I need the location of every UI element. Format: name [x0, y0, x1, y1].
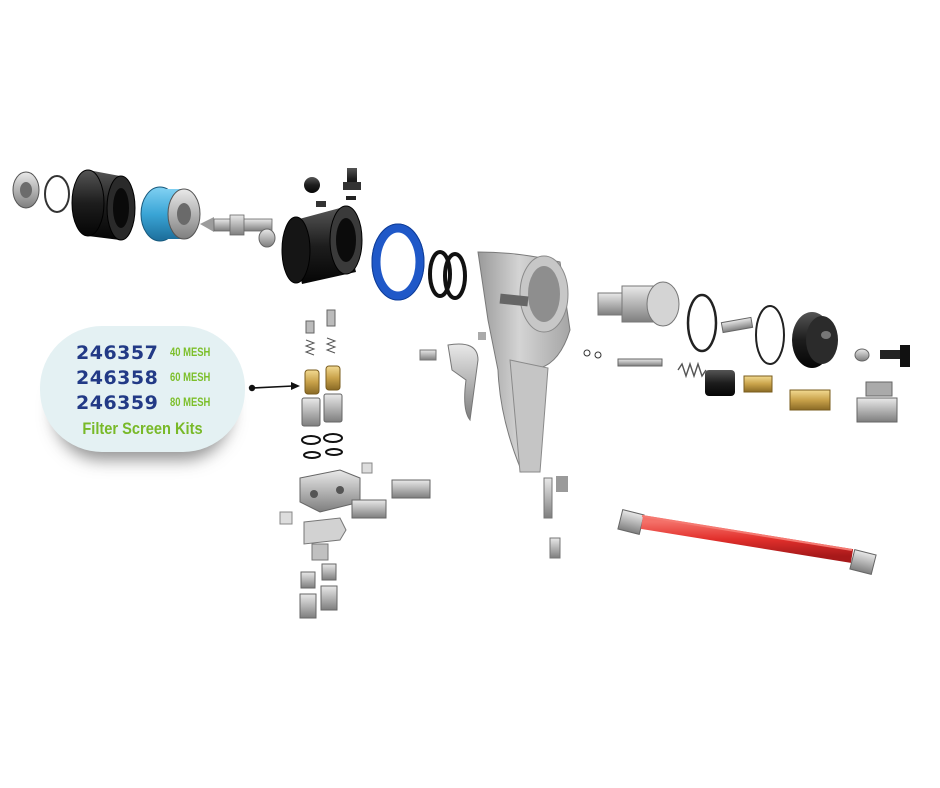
- o-ring: [44, 175, 70, 213]
- o-ring: [755, 305, 785, 365]
- retaining-ring: [371, 223, 425, 301]
- end-cap: [792, 312, 838, 368]
- air-inlet-nut: [705, 370, 735, 396]
- ball-valve: [856, 381, 898, 423]
- kit-mesh-label: 40 MESH: [170, 347, 211, 359]
- kit-part-number: 246359: [76, 392, 159, 414]
- o-ring: [686, 293, 718, 353]
- kit-row: 246357 40 MESH: [76, 340, 219, 366]
- check-valve: [304, 168, 361, 207]
- fluid-needle: [200, 214, 276, 248]
- trigger-stop: [543, 476, 568, 559]
- air-valve-stem: [720, 316, 754, 334]
- kit-row: 246359 80 MESH: [76, 390, 219, 416]
- kit-mesh-label: 80 MESH: [170, 397, 211, 409]
- check-valve-stack: [304, 309, 337, 356]
- callout-arrow: [248, 382, 300, 392]
- trigger: [419, 332, 486, 422]
- o-ring: [443, 252, 467, 300]
- mounting-bracket: [303, 517, 347, 561]
- fluid-housing: [140, 186, 201, 242]
- gun-body: [477, 251, 571, 473]
- kit-part-number: 246358: [76, 367, 159, 389]
- kit-mesh-label: 60 MESH: [170, 372, 211, 384]
- kit-row: 246358 60 MESH: [76, 365, 219, 391]
- fluid-hose: [617, 509, 877, 575]
- filter-screen-kits-title: Filter Screen Kits: [82, 419, 203, 438]
- inlet-adapters: [299, 563, 338, 619]
- center-cap-housing: [281, 205, 363, 284]
- valve-handle: [854, 345, 910, 367]
- o-ring: [428, 250, 452, 298]
- brass-fitting: [743, 375, 831, 411]
- filter-screens: [304, 365, 341, 395]
- air-valve-housing: [597, 281, 680, 327]
- retaining-nut: [71, 169, 136, 241]
- filter-housings: [301, 393, 343, 459]
- springs: [583, 349, 707, 379]
- kit-part-number: 246357: [76, 342, 159, 364]
- air-cap: [12, 171, 40, 209]
- fluid-inlet-fittings: [279, 479, 431, 525]
- filter-screen-kits-callout: 246357 40 MESH 246358 60 MESH 246359 80 …: [40, 326, 245, 452]
